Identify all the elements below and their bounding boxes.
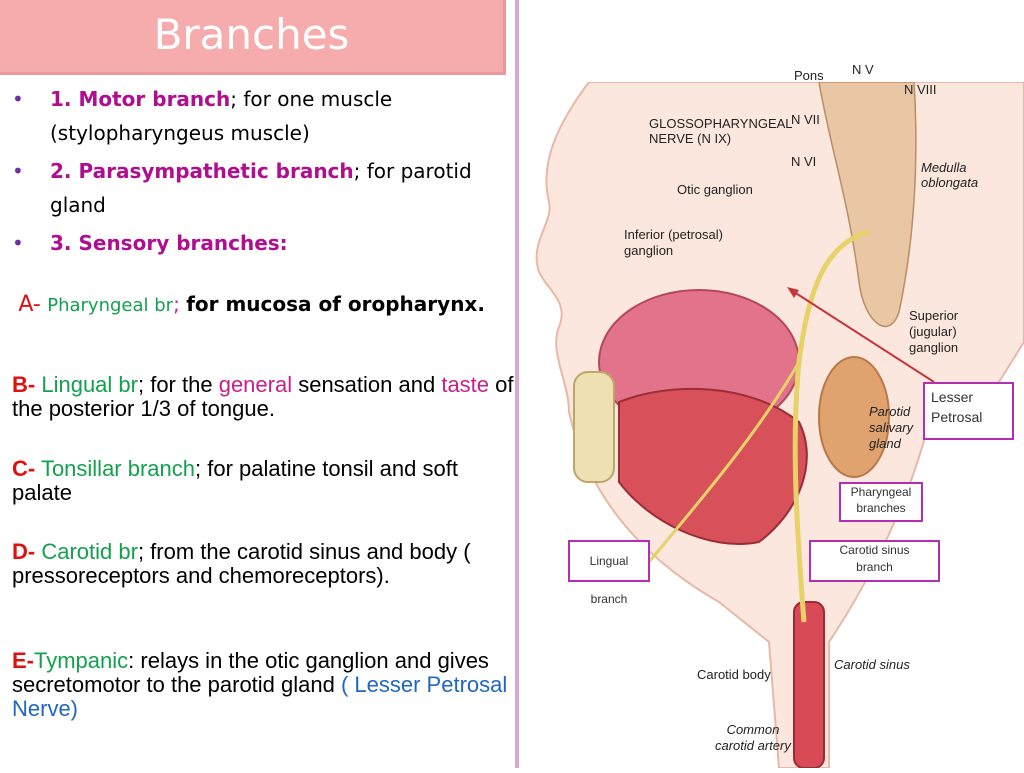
bullet-parasympathetic: • 2. Parasympathetic branch; for parotid … bbox=[12, 154, 502, 222]
lingual-nerve bbox=[647, 361, 801, 563]
label-nvi: N VI bbox=[791, 154, 817, 169]
title-banner: Branches bbox=[0, 0, 506, 75]
branch-name: Tympanic bbox=[34, 648, 129, 673]
branch-text: : relays in the otic ganglion and gives … bbox=[12, 648, 489, 697]
callout-lingual-branch: Lingual branch bbox=[568, 540, 650, 606]
label-line: Carotid sinus bbox=[839, 543, 910, 557]
label-line: Petrosal bbox=[931, 409, 983, 425]
branch-letter: B- bbox=[12, 372, 36, 397]
vertical-divider bbox=[515, 0, 519, 768]
bullet-head: 3. Sensory branches: bbox=[50, 231, 288, 255]
branch-text: ; for palatine tonsil and soft palate bbox=[12, 456, 458, 505]
label-line: Pharyngeal bbox=[850, 485, 912, 499]
label-nv: N V bbox=[852, 62, 874, 77]
label-medulla: Medulla oblongata bbox=[921, 160, 978, 190]
label-inferior-ganglion: Inferior (petrosal) ganglion bbox=[624, 227, 723, 259]
label-line: gland bbox=[869, 436, 901, 451]
label-line: salivary bbox=[869, 420, 914, 435]
label-line: Medulla bbox=[921, 160, 967, 175]
callout-lesser-petrosal: Lesser Petrosal bbox=[923, 382, 1014, 440]
anatomy-figure: Pons Pons N V N VIII GLOSSOPHARYNGEAL NE… bbox=[529, 62, 1024, 769]
branch-name: Carotid br bbox=[41, 539, 138, 564]
label-line: (jugular) bbox=[909, 324, 957, 339]
bullet-dot-icon: • bbox=[12, 87, 24, 111]
callout-pharyngeal-branches: Pharyngeal branches bbox=[839, 482, 923, 522]
bullet-text: ; for one muscle (stylopharyngeus muscle… bbox=[50, 87, 393, 145]
mandible bbox=[573, 371, 615, 483]
branch-text: sensation and bbox=[292, 372, 442, 397]
label-line: Inferior (petrosal) bbox=[624, 227, 723, 242]
label-nviii: N VIII bbox=[904, 82, 937, 97]
bullet-dot-icon: • bbox=[12, 231, 24, 255]
bullet-motor: • 1. Motor branch; for one muscle (stylop… bbox=[12, 82, 502, 150]
label-otic-ganglion: Otic ganglion bbox=[677, 182, 753, 197]
branch-letter: A- bbox=[18, 292, 41, 317]
anatomy-illustration: Pons bbox=[535, 67, 1024, 769]
bullet-list: • 1. Motor branch; for one muscle (stylop… bbox=[12, 82, 502, 264]
label-parotid-gland: Parotid salivary gland bbox=[869, 404, 913, 452]
label-glossopharyngeal: GLOSSOPHARYNGEAL NERVE (N IX) bbox=[649, 116, 793, 146]
brainstem bbox=[818, 81, 917, 328]
label-line: Lesser bbox=[931, 389, 974, 405]
label-common-carotid: Common carotid artery bbox=[715, 722, 791, 754]
label-line: NERVE (N IX) bbox=[649, 131, 732, 146]
branch-name: Tonsillar branch bbox=[40, 456, 196, 481]
label-line: Superior bbox=[909, 308, 959, 323]
branch-letter: C- bbox=[12, 456, 36, 481]
branch-text: ; for the bbox=[137, 372, 219, 397]
label-line: branch bbox=[856, 560, 893, 574]
branch-e: E-Tympanic: relays in the otic ganglion … bbox=[12, 649, 517, 721]
bullet-text: ; for parotid gland bbox=[50, 159, 472, 217]
arrow-head-icon bbox=[787, 287, 799, 298]
branch-note: ( Lesser Petrosal Nerve) bbox=[12, 672, 508, 721]
slide-title: Branches bbox=[153, 9, 350, 59]
branch-text: ; from the carotid sinus and body ( pres… bbox=[12, 539, 471, 588]
lesser-petrosal-arrow bbox=[790, 289, 935, 383]
label-carotid-sinus: Carotid sinus bbox=[834, 657, 910, 672]
branch-name: Lingual br bbox=[41, 372, 138, 397]
callout-carotid-sinus-branch: Carotid sinus branch bbox=[809, 540, 940, 582]
bullet-dot-icon: • bbox=[12, 159, 24, 183]
branch-d: D- Carotid br; from the carotid sinus an… bbox=[12, 540, 517, 588]
label-line: carotid artery bbox=[715, 738, 791, 753]
label-carotid-body: Carotid body bbox=[697, 667, 771, 682]
branch-b: B- Lingual br; for the general sensation… bbox=[12, 373, 517, 421]
label-nvii: N VII bbox=[791, 112, 820, 127]
parotid-gland bbox=[818, 356, 890, 478]
label-line: oblongata bbox=[921, 175, 979, 190]
bullet-head: 2. Parasympathetic branch bbox=[50, 159, 354, 183]
branch-letter: E- bbox=[12, 648, 34, 673]
bullet-sensory: • 3. Sensory branches: bbox=[12, 226, 502, 260]
branch-separator: ; bbox=[173, 292, 180, 316]
label-line: ganglion bbox=[909, 340, 959, 355]
highlight-word: general bbox=[218, 372, 293, 397]
label-line: ganglion bbox=[624, 243, 674, 258]
branch-text: of the posterior 1/3 of tongue. bbox=[12, 372, 514, 421]
highlight-word: taste bbox=[441, 372, 490, 397]
branch-name: Pharyngeal br bbox=[47, 295, 174, 316]
label-superior-ganglion: Superior (jugular) ganglion bbox=[909, 308, 958, 356]
branch-a: A- Pharyngeal br; for mucosa of orophary… bbox=[12, 290, 517, 320]
label-line: Common bbox=[726, 722, 780, 737]
branch-letter: D- bbox=[12, 539, 36, 564]
label-line: Parotid bbox=[869, 404, 911, 419]
branch-text: for mucosa of oropharynx. bbox=[186, 292, 485, 316]
label-line: GLOSSOPHARYNGEAL bbox=[649, 116, 793, 131]
glossopharyngeal-nerve bbox=[792, 229, 870, 623]
label-pons: Pons bbox=[794, 68, 824, 83]
bullet-head: 1. Motor branch bbox=[50, 87, 231, 111]
branch-c: C- Tonsillar branch; for palatine tonsil… bbox=[12, 457, 517, 505]
label-line: branches bbox=[856, 501, 906, 515]
